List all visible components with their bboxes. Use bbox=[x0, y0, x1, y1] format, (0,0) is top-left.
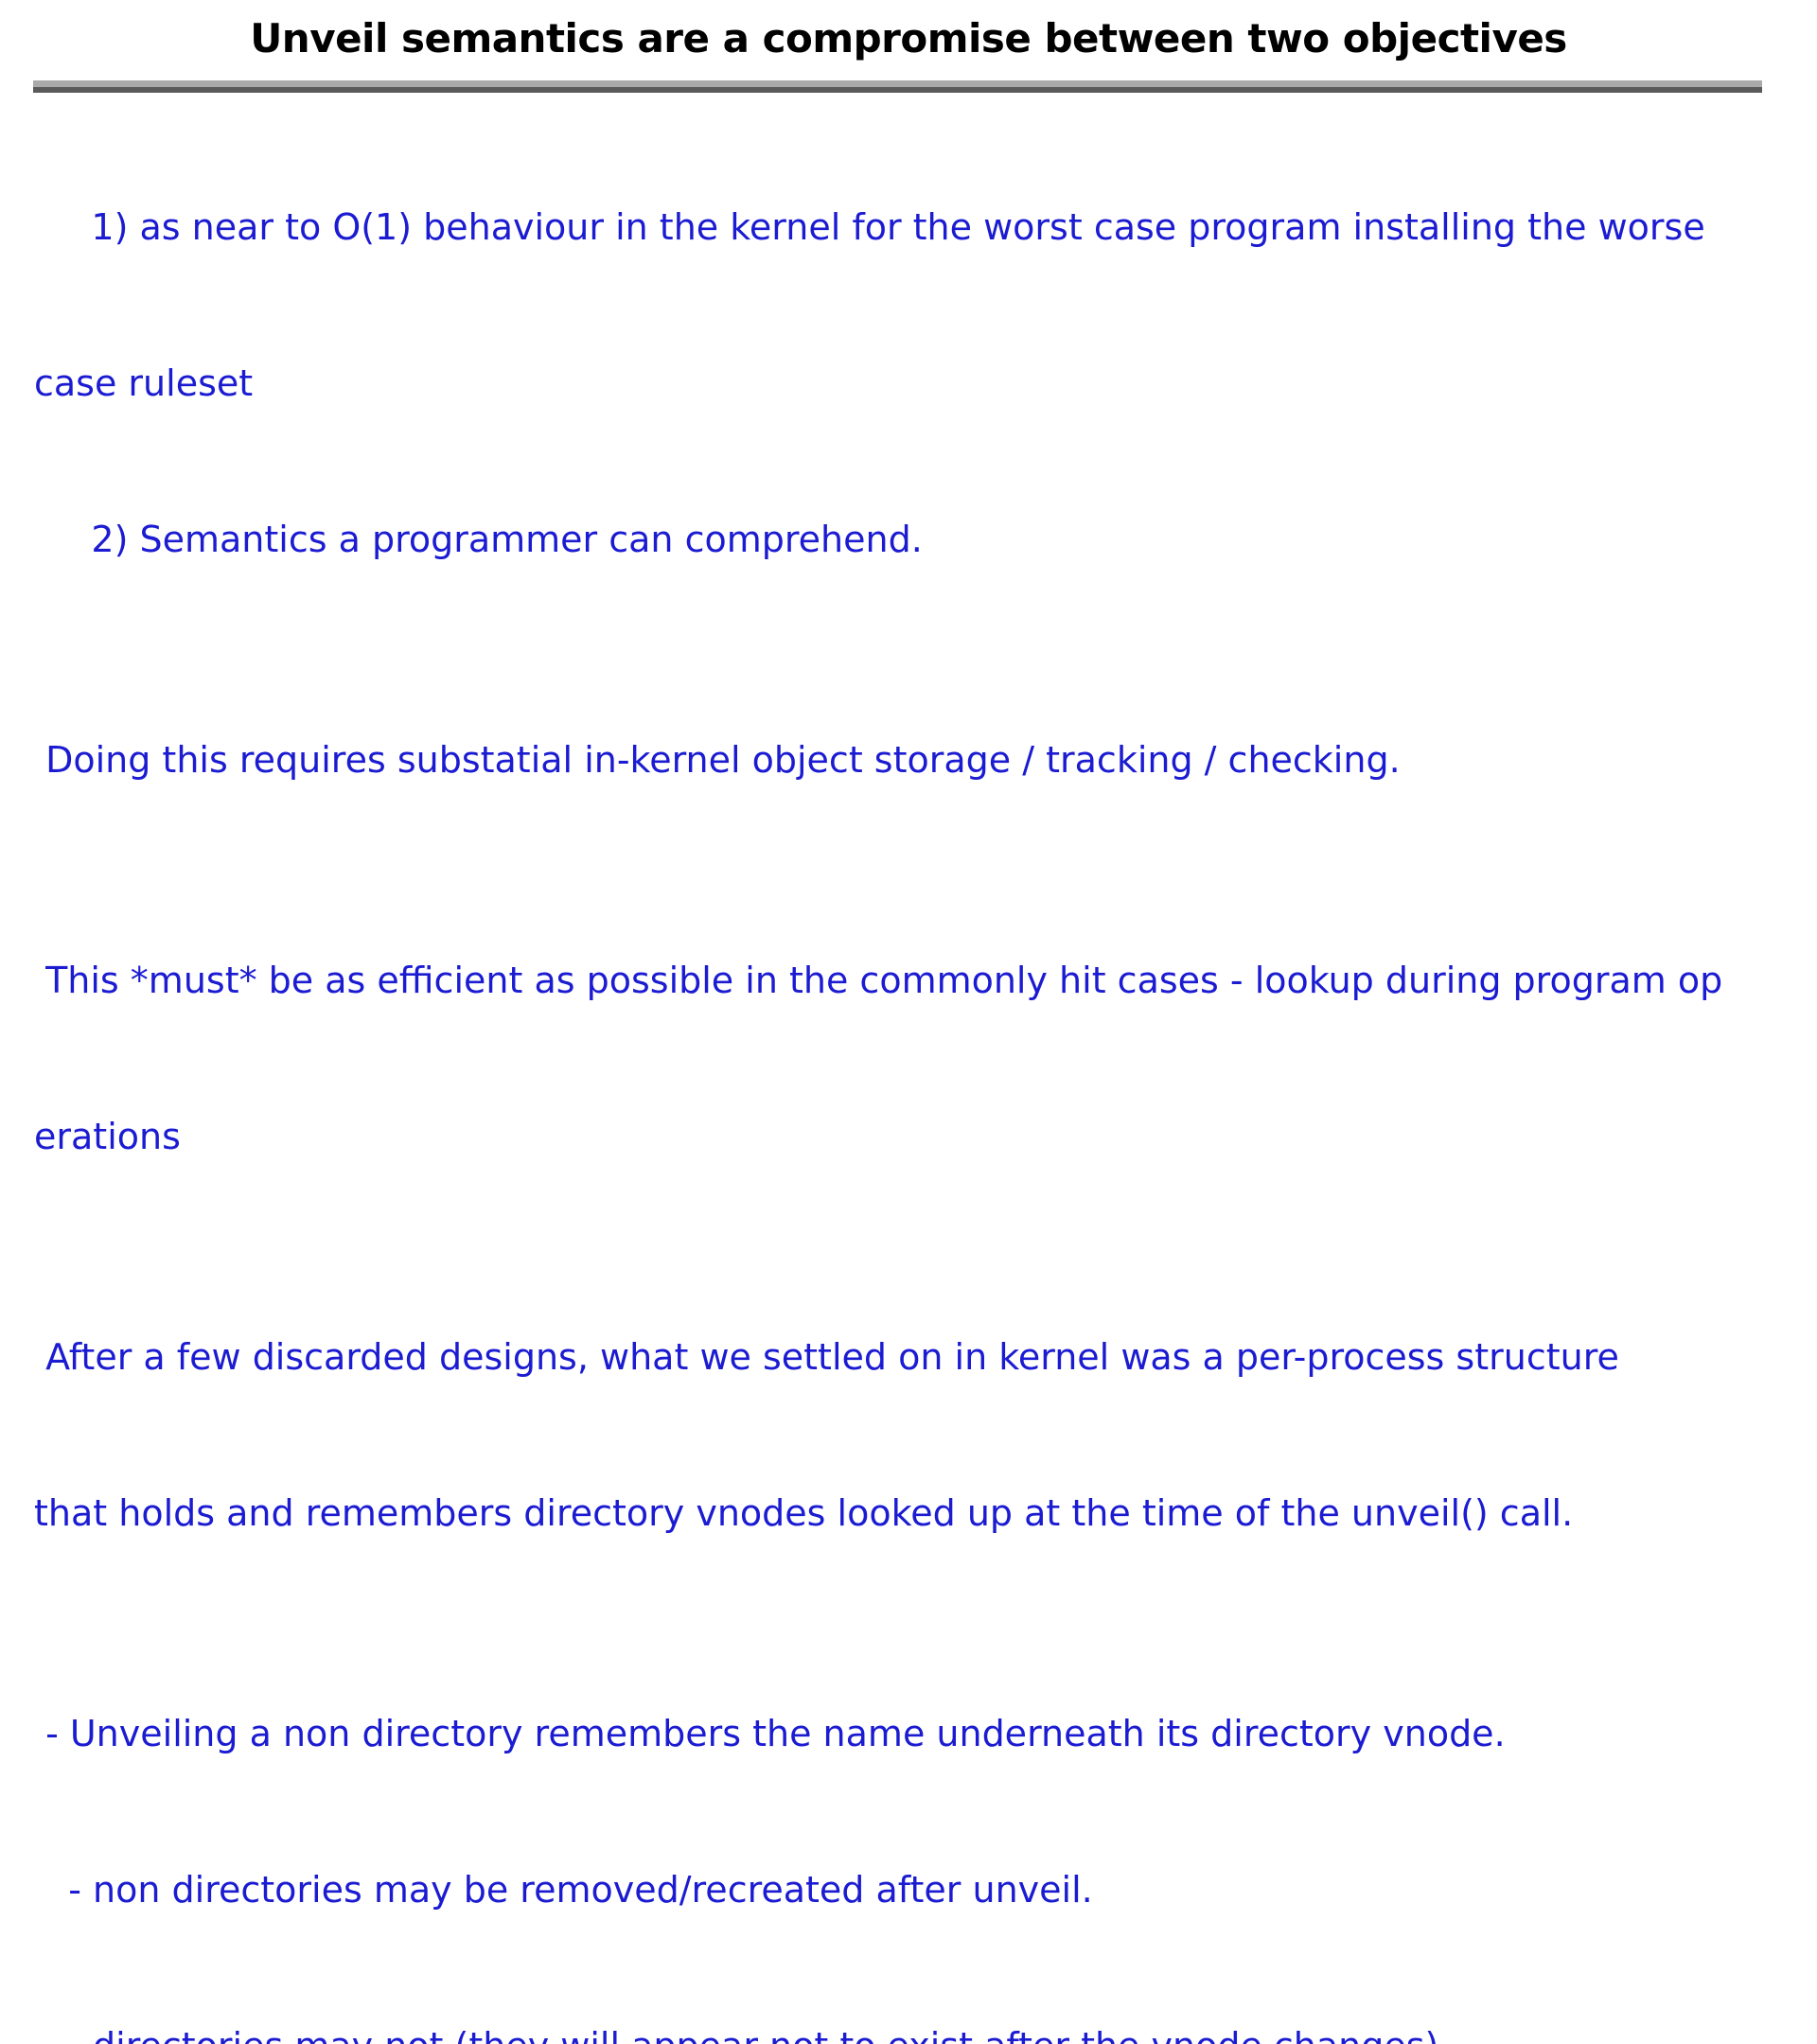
text-line-objective-1-wrap: case ruleset bbox=[34, 362, 254, 404]
slide-title: Unveil semantics are a compromise betwee… bbox=[250, 15, 1567, 62]
slide: Unveil semantics are a compromise betwee… bbox=[33, 15, 1762, 2044]
text-line-bullet-dirs: - directories may not (they will appear … bbox=[34, 2020, 1813, 2044]
text-line-bullet-nondirs: - non directories may be removed/recreat… bbox=[34, 1869, 1093, 1911]
text-line-bullet-unveiling: - Unveiling a non directory remembers th… bbox=[34, 1713, 1506, 1754]
text-line-storage: Doing this requires substatial in-kernel… bbox=[34, 739, 1401, 781]
text-line-objective-1: 1) as near to O(1) behaviour in the kern… bbox=[34, 206, 1705, 248]
title-divider-rule bbox=[33, 80, 1762, 93]
text-line-efficiency: This *must* be as efficient as possible … bbox=[34, 960, 1723, 1001]
text-line-design: After a few discarded designs, what we s… bbox=[34, 1336, 1619, 1378]
text-line-objective-2: 2) Semantics a programmer can comprehend… bbox=[34, 519, 923, 560]
slide-body: 1) as near to O(1) behaviour in the kern… bbox=[34, 97, 1813, 2044]
text-line-efficiency-wrap: erations bbox=[34, 1116, 181, 1157]
text-line-design-wrap: that holds and remembers directory vnode… bbox=[34, 1492, 1574, 1534]
